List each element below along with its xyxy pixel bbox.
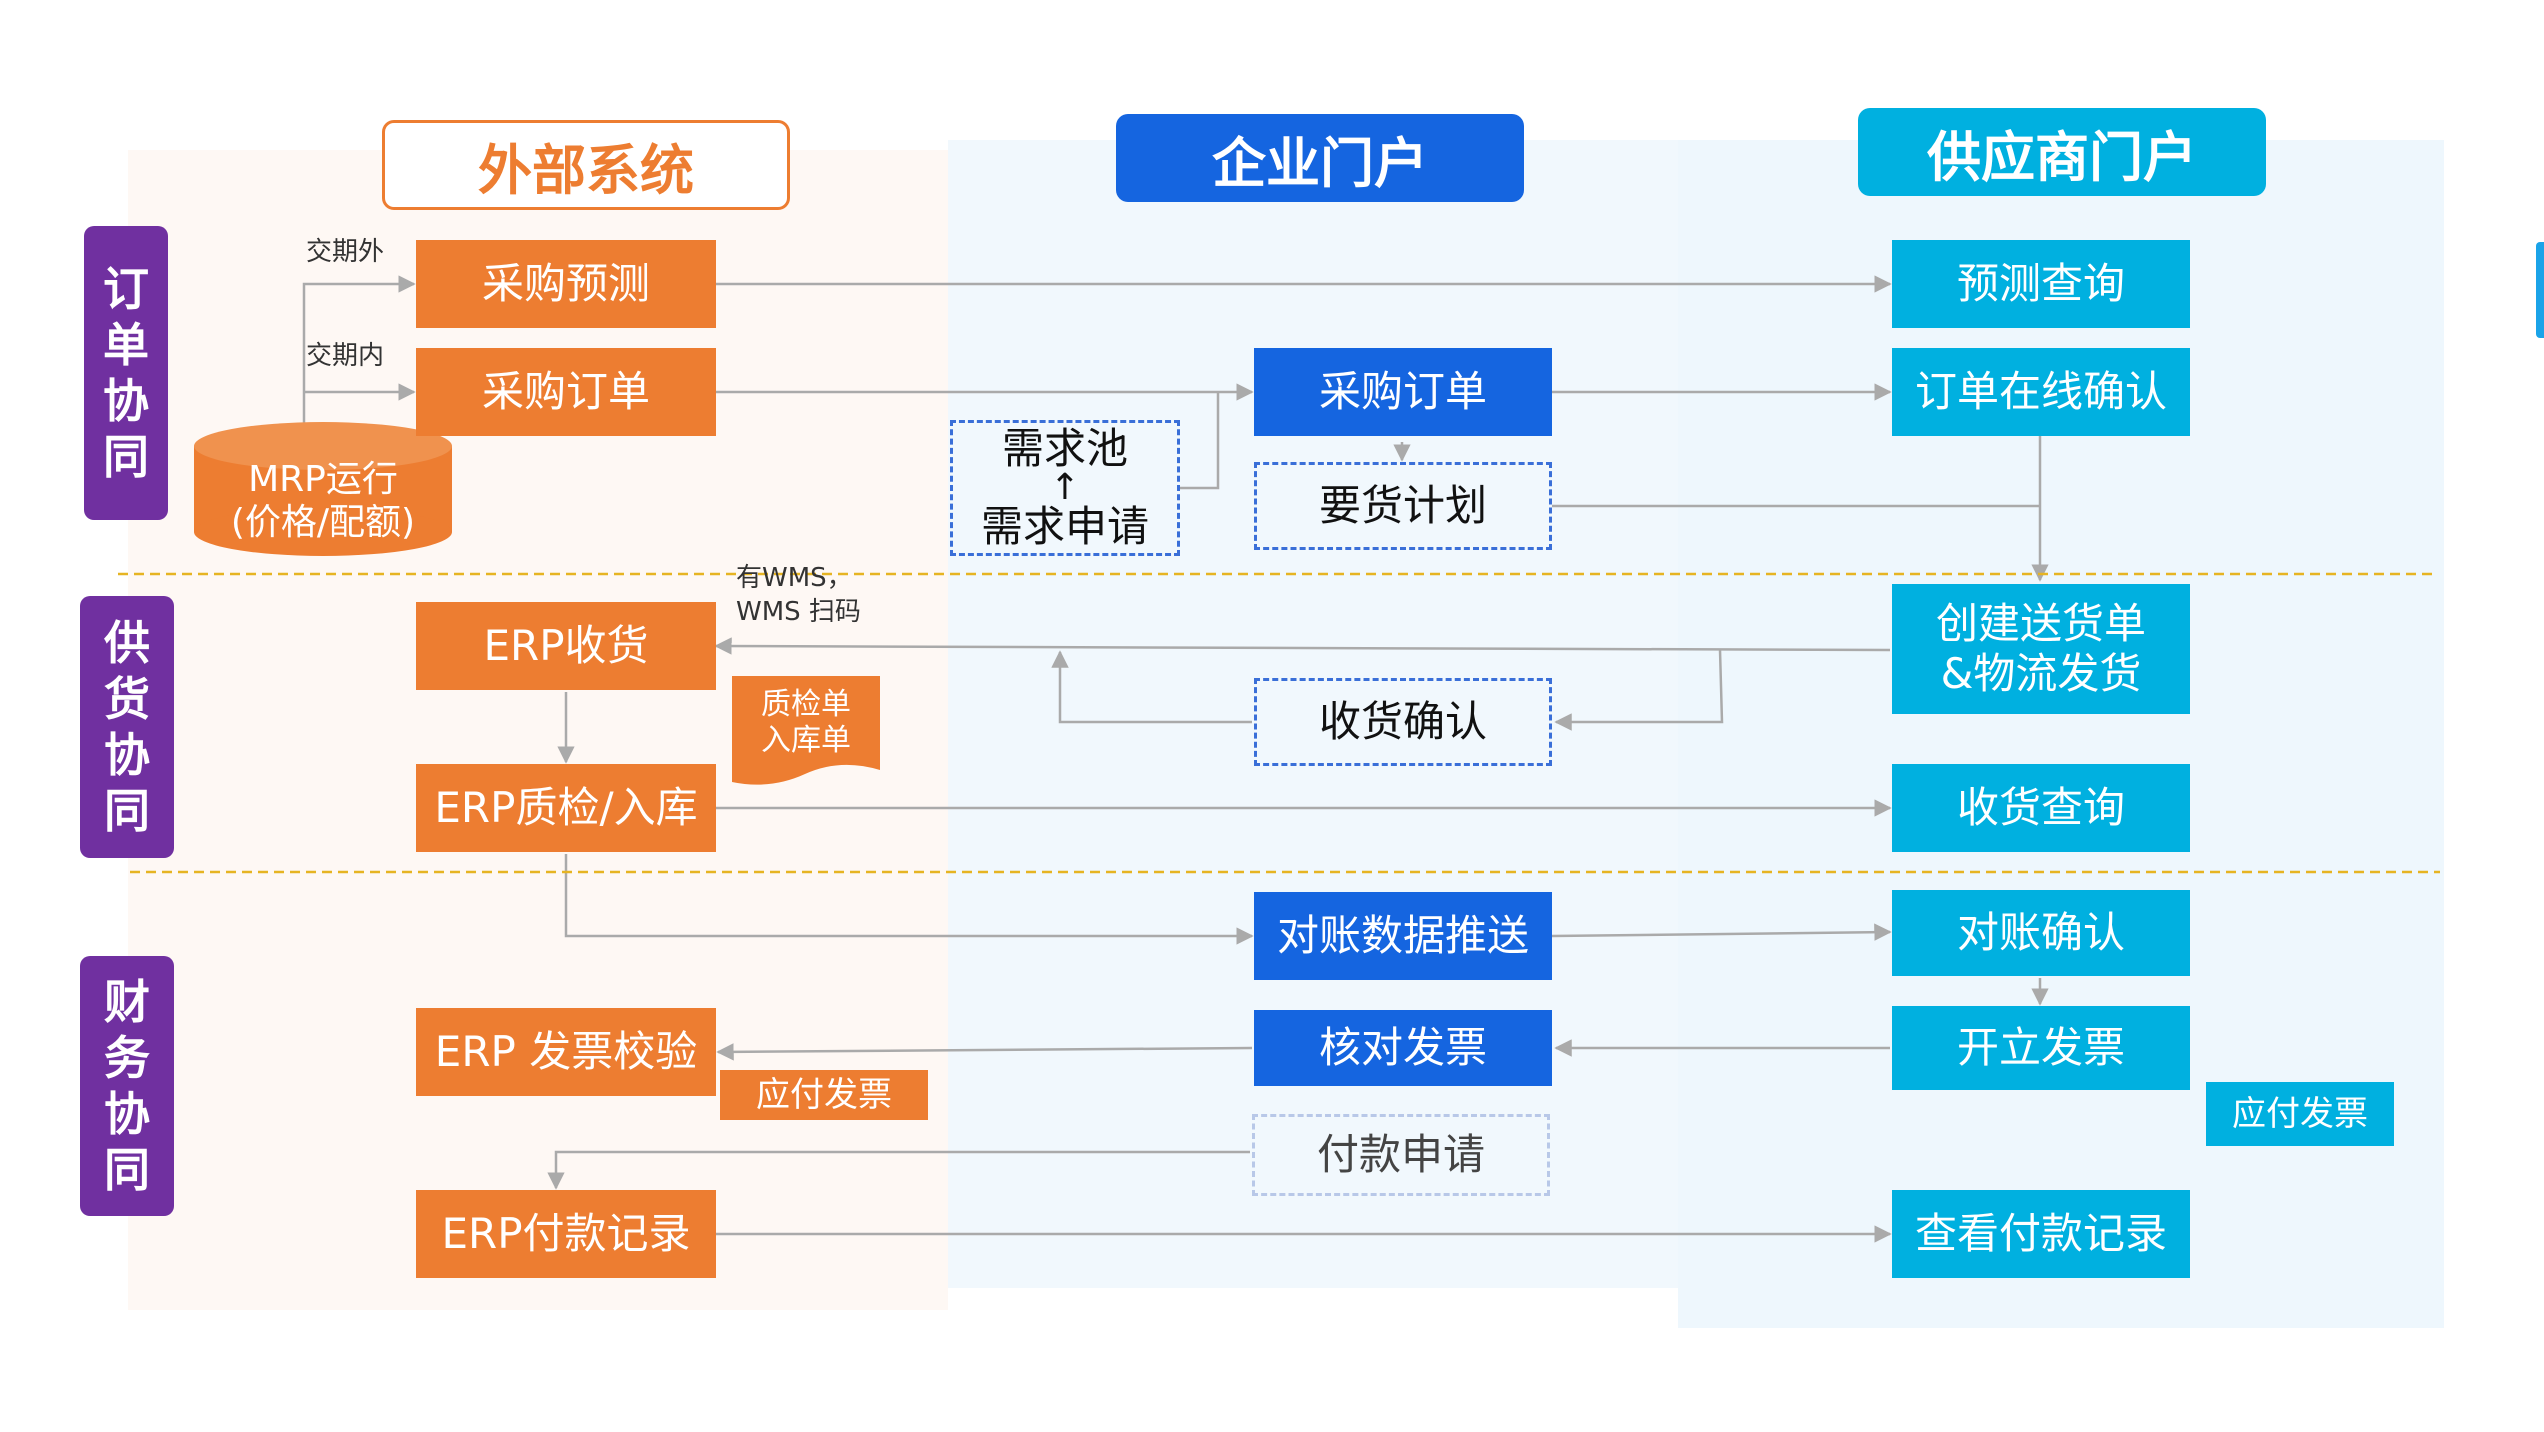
verify-invoice-node[interactable]: 核对发票 — [1254, 1010, 1552, 1086]
demand-pool-connector — [1180, 392, 1220, 490]
mrp-run-node[interactable]: MRP运行 (价格/配额) — [194, 446, 452, 556]
qc-inbound-doc-node[interactable]: 质检单 入库单 — [732, 678, 880, 768]
purchase-forecast-node[interactable]: 采购预测 — [416, 240, 716, 328]
create-delivery-note-node[interactable]: 创建送货单 &物流发货 — [1892, 584, 2190, 714]
supply-collaboration-label: 供货 协同 — [80, 596, 174, 858]
erp-invoice-verify-node[interactable]: ERP 发票校验 — [416, 1008, 716, 1096]
demand-pool-node[interactable]: 需求池 ↑ 需求申请 — [950, 420, 1180, 556]
right-edge-marker — [2536, 242, 2544, 338]
shipment-to-erp-receive-connector — [714, 637, 1891, 655]
reconciliation-push-node[interactable]: 对账数据推送 — [1254, 892, 1552, 980]
recon-push-to-confirm-connector — [1551, 923, 1892, 941]
in-period-label: 交期内 — [306, 341, 385, 371]
erp-qc-inbound-node[interactable]: ERP质检/入库 — [416, 764, 716, 852]
qc-document-shape — [732, 676, 880, 785]
purchase-order-node[interactable]: 采购订单 — [416, 348, 716, 436]
enterprise-portal-header: 企业门户 — [1116, 114, 1524, 202]
finance-collaboration-label: 财务 协同 — [80, 956, 174, 1216]
out-of-period-label: 交期外 — [306, 237, 385, 267]
demand-pool-arrow: ↑ — [1049, 467, 1081, 508]
erp-receive-node[interactable]: ERP收货 — [416, 602, 716, 690]
wms-note-line2: WMS 扫码 — [736, 596, 861, 627]
delivery-plan-node[interactable]: 要货计划 — [1254, 462, 1552, 550]
portal-purchase-order-node[interactable]: 采购订单 — [1254, 348, 1552, 436]
mrp-cylinder-shape — [194, 422, 452, 556]
create-delivery-label: 创建送货单 — [1935, 598, 2146, 648]
demand-pool-label: 需求池 — [1001, 424, 1128, 473]
mrp-run-label: MRP运行 — [248, 458, 398, 500]
order-online-confirm-node[interactable]: 订单在线确认 — [1892, 348, 2190, 436]
receipt-query-node[interactable]: 收货查询 — [1892, 764, 2190, 852]
demand-request-label: 需求申请 — [980, 502, 1149, 551]
reconciliation-confirm-node[interactable]: 对账确认 — [1892, 890, 2190, 976]
qc-to-recon-push-connector — [564, 854, 1254, 945]
order-collaboration-label: 订单 协同 — [84, 226, 168, 520]
payable-invoice-tag-supplier[interactable]: 应付发票 — [2206, 1082, 2394, 1146]
mrp-price-quota-label: (价格/配额) — [230, 502, 416, 543]
payable-invoice-tag-external[interactable]: 应付发票 — [720, 1070, 928, 1120]
forecast-query-node[interactable]: 预测查询 — [1892, 240, 2190, 328]
view-payment-record-node[interactable]: 查看付款记录 — [1892, 1190, 2190, 1278]
inbound-doc-label: 入库单 — [761, 723, 851, 758]
issue-invoice-node[interactable]: 开立发票 — [1892, 1006, 2190, 1090]
erp-payment-record-node[interactable]: ERP付款记录 — [416, 1190, 716, 1278]
qc-doc-label: 质检单 — [761, 687, 851, 722]
verify-to-erp-invoice-connector — [716, 1043, 1253, 1061]
shipment-to-receipt-confirm-connector — [1554, 649, 1724, 731]
wms-note: 有WMS， WMS 扫码 — [736, 562, 861, 630]
payment-request-node[interactable]: 付款申请 — [1252, 1114, 1550, 1196]
payment-request-to-erp-connector — [547, 1150, 1250, 1190]
logistics-shipping-label: &物流发货 — [1940, 649, 2142, 698]
external-system-header: 外部系统 — [382, 120, 790, 210]
receipt-confirm-up-connector — [1051, 650, 1252, 724]
receipt-confirm-node[interactable]: 收货确认 — [1254, 678, 1552, 766]
wms-note-line1: 有WMS， — [736, 563, 853, 593]
supplier-portal-header: 供应商门户 — [1858, 108, 2266, 196]
